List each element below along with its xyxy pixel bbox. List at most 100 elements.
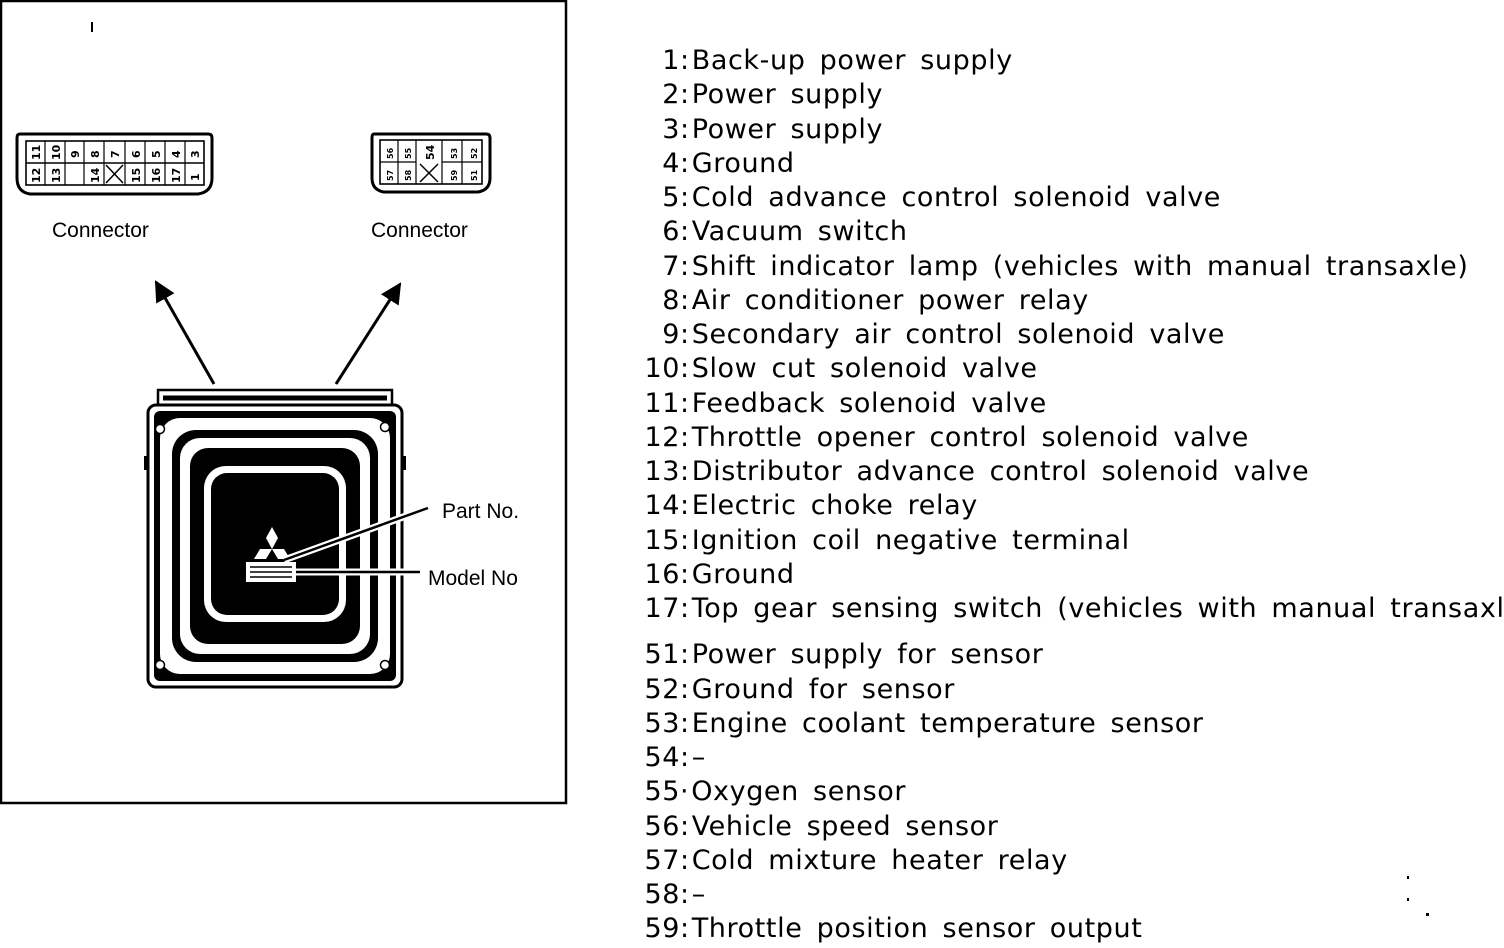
- pin-separator: :: [680, 216, 690, 248]
- pin-separator: ·: [680, 776, 690, 808]
- pin-label: 5: [150, 150, 163, 158]
- pin-legend-row: 15:Ignition coil negative terminal: [600, 524, 1504, 558]
- pin-separator: :: [680, 844, 690, 876]
- pin-label: 54: [424, 144, 437, 160]
- pin-description: Power supply: [691, 79, 884, 111]
- pin-separator: :: [680, 879, 690, 910]
- pin-legend-row: 8:Air conditioner power relay: [600, 284, 1504, 318]
- pin-description: Ground: [691, 147, 795, 179]
- pin-legend-row: 52:Ground for sensor: [600, 673, 1504, 707]
- pin-separator: :: [680, 387, 690, 419]
- pin-label: 1: [189, 173, 202, 181]
- pin-separator: :: [680, 250, 690, 282]
- pin-description: –: [691, 879, 706, 910]
- pin-description: Power supply: [691, 113, 884, 145]
- pin-number: 55: [644, 776, 680, 808]
- pin-label: 14: [89, 167, 102, 183]
- pin-description: Feedback solenoid valve: [691, 387, 1047, 419]
- pin-number: 7: [662, 250, 680, 282]
- pin-separator: :: [680, 639, 690, 671]
- pin-description: Shift indicator lamp (vehicles with manu…: [691, 250, 1469, 282]
- pin-number: 59: [644, 913, 680, 945]
- pin-number: 56: [644, 810, 680, 842]
- pin-separator: :: [680, 79, 690, 111]
- pin-description: Secondary air control solenoid valve: [691, 319, 1225, 350]
- pin-number: 17: [644, 593, 680, 624]
- pin-separator: :: [680, 319, 690, 350]
- pin-label: 6: [130, 150, 143, 158]
- pin-label: 9: [69, 150, 82, 158]
- connector-right: 56 55 57 58 54 59 53 51 52: [370, 132, 492, 194]
- arrow-left: [154, 280, 216, 385]
- pin-legend-row: 57:Cold mixture heater relay: [600, 844, 1504, 878]
- pin-number: 13: [644, 456, 680, 487]
- pin-label: 56: [386, 147, 395, 159]
- pin-legend-row: 53:Engine coolant temperature sensor: [600, 707, 1504, 741]
- part-no-label: Part No.: [442, 500, 519, 523]
- pin-separator: :: [680, 284, 690, 316]
- connector-left-label: Connector: [52, 219, 149, 242]
- pin-legend-row: 7:Shift indicator lamp (vehicles with ma…: [600, 250, 1504, 284]
- pin-number: 52: [644, 673, 680, 705]
- pin-label: 3: [189, 150, 202, 158]
- pin-label: 16: [150, 167, 163, 183]
- pin-legend-row: 16:Ground: [600, 558, 1504, 592]
- pin-label: 8: [89, 150, 102, 158]
- pin-label: 59: [450, 169, 459, 181]
- pin-separator: :: [680, 147, 690, 179]
- pin-number: 15: [644, 524, 680, 556]
- diagram-frame: [0, 0, 568, 805]
- pin-description: Ignition coil negative terminal: [691, 524, 1130, 556]
- pin-number: 53: [644, 707, 680, 739]
- brand-logo-icon: [254, 527, 290, 559]
- pin-separator: :: [680, 913, 690, 945]
- pin-description: Throttle position sensor output: [691, 913, 1143, 945]
- pin-description: Ground: [691, 558, 795, 590]
- pin-legend-row: 11:Feedback solenoid valve: [600, 387, 1504, 421]
- pin-description: Vacuum switch: [691, 216, 908, 248]
- connector-right-label: Connector: [371, 219, 468, 242]
- pin-description: Slow cut solenoid valve: [691, 353, 1038, 385]
- pin-separator: :: [680, 182, 690, 213]
- pin-label: 53: [450, 148, 459, 159]
- pin-legend-row: 12:Throttle opener control solenoid valv…: [600, 421, 1504, 455]
- pin-legend-row: 4:Ground: [600, 147, 1504, 181]
- pin-number: 9: [662, 319, 680, 350]
- connector-right-body: [370, 132, 492, 194]
- pin-description: –: [691, 742, 706, 773]
- pin-label: 55: [404, 147, 413, 159]
- pin-separator: :: [680, 593, 690, 624]
- pin-description: Engine coolant temperature sensor: [691, 707, 1204, 739]
- pin-separator: :: [680, 456, 690, 487]
- pin-number: 3: [662, 113, 680, 145]
- pin-number: 5: [662, 182, 680, 213]
- pin-description: Oxygen sensor: [691, 776, 907, 808]
- pin-separator: :: [680, 707, 690, 739]
- pin-legend-row: 3:Power supply: [600, 113, 1504, 147]
- pin-number: 51: [644, 639, 680, 671]
- pin-separator: :: [680, 558, 690, 590]
- pin-description: Top gear sensing switch (vehicles with m…: [691, 593, 1504, 624]
- pin-description: Air conditioner power relay: [691, 284, 1089, 316]
- pin-legend-row: 10:Slow cut solenoid valve: [600, 352, 1504, 386]
- pin-number: 2: [662, 79, 680, 111]
- pin-separator: :: [680, 810, 690, 842]
- pin-label: 10: [50, 144, 63, 160]
- pin-number: 16: [644, 558, 680, 590]
- pin-label: 52: [470, 148, 479, 159]
- pin-legend-row: 54:–: [600, 741, 1504, 775]
- connector-left-body: [15, 132, 214, 196]
- pin-separator: :: [680, 524, 690, 556]
- ecu-unit: [144, 388, 406, 689]
- pin-legend-row: 14:Electric choke relay: [600, 489, 1504, 523]
- pin-legend-row: 1:Back-up power supply: [600, 44, 1504, 78]
- pin-number: 6: [662, 216, 680, 248]
- pin-legend-row: 58:–: [600, 878, 1504, 912]
- pin-label: 4: [170, 150, 183, 158]
- pin-number: 11: [644, 387, 680, 419]
- pin-number: 10: [644, 353, 680, 385]
- pin-description: Distributor advance control solenoid val…: [691, 456, 1310, 487]
- model-no-label: Model No: [428, 567, 518, 590]
